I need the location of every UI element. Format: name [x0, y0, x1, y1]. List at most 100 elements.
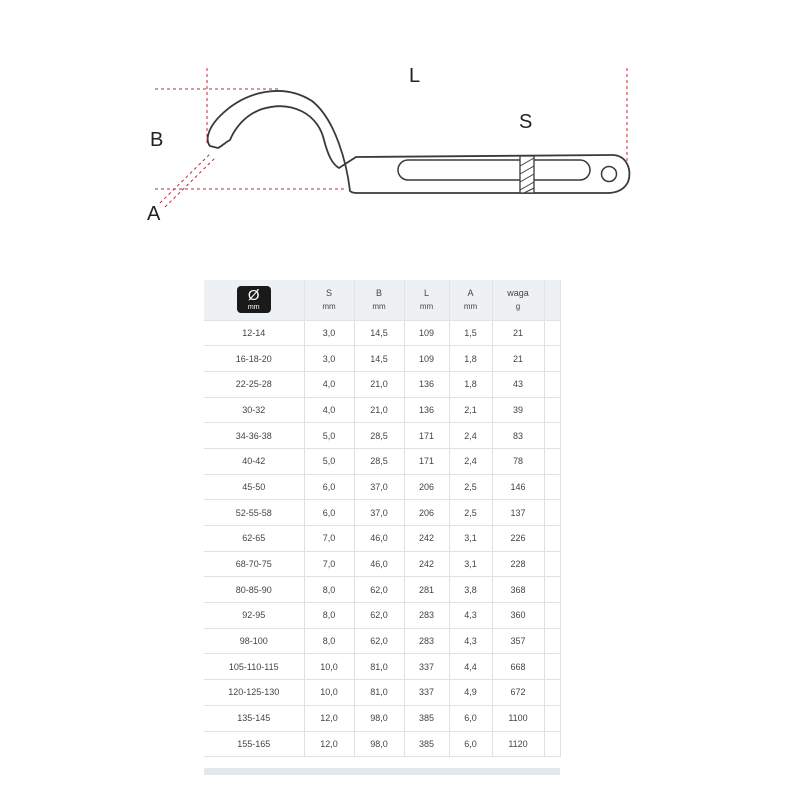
wrench-outline	[206, 90, 631, 194]
cell-weight: 668	[492, 653, 545, 680]
cell-diameter: 34-36-38	[204, 422, 305, 449]
cell-weight: 83	[492, 422, 545, 449]
cell-spacer	[544, 653, 561, 680]
cell-spacer	[544, 396, 561, 423]
cell-diameter: 105-110-115	[204, 653, 305, 680]
cell-l: 136	[404, 370, 450, 398]
cell-spacer	[544, 345, 561, 372]
cell-s: 7,0	[304, 550, 355, 577]
cell-s: 3,0	[304, 345, 355, 372]
cell-weight: 21	[492, 319, 545, 346]
cell-l: 385	[404, 704, 450, 731]
cell-b: 28,5	[354, 447, 405, 475]
label-tooth: A	[147, 203, 161, 225]
cell-weight: 357	[492, 627, 545, 654]
section-hatch	[519, 155, 535, 194]
cell-weight: 1120	[492, 730, 545, 758]
spec-table: Ø mm S mm B mm L mm A mm	[204, 280, 561, 758]
cell-b: 81,0	[354, 679, 405, 706]
cell-s: 10,0	[304, 653, 355, 680]
cell-l: 337	[404, 653, 450, 680]
spec-table-container: Ø mm S mm B mm L mm A mm	[204, 280, 561, 775]
cell-b: 46,0	[354, 525, 405, 552]
cell-weight: 39	[492, 396, 545, 423]
cell-a: 2,4	[449, 422, 493, 449]
cell-diameter: 12-14	[204, 319, 305, 346]
cell-s: 5,0	[304, 447, 355, 475]
cell-l: 109	[404, 319, 450, 346]
cell-s: 5,0	[304, 422, 355, 449]
cell-l: 206	[404, 473, 450, 500]
cell-b: 37,0	[354, 499, 405, 526]
cell-spacer	[544, 370, 561, 398]
cell-s: 12,0	[304, 730, 355, 758]
cell-s: 8,0	[304, 627, 355, 654]
cell-weight: 228	[492, 550, 545, 577]
cell-spacer	[544, 422, 561, 449]
cell-b: 21,0	[354, 396, 405, 423]
cell-s: 3,0	[304, 319, 355, 346]
cell-b: 28,5	[354, 422, 405, 449]
cell-diameter: 135-145	[204, 704, 305, 731]
header-diameter: Ø mm	[204, 280, 305, 320]
cell-weight: 146	[492, 473, 545, 500]
label-length: L	[409, 65, 420, 87]
cell-l: 171	[404, 422, 450, 449]
table-bottom-bar	[204, 768, 560, 775]
cell-a: 3,8	[449, 576, 493, 603]
cell-spacer	[544, 576, 561, 603]
cell-b: 98,0	[354, 730, 405, 758]
cell-s: 6,0	[304, 499, 355, 526]
cell-l: 136	[404, 396, 450, 423]
cell-diameter: 92-95	[204, 602, 305, 629]
cell-s: 4,0	[304, 396, 355, 423]
cell-weight: 672	[492, 679, 545, 706]
cell-b: 14,5	[354, 319, 405, 346]
cell-l: 337	[404, 679, 450, 706]
cell-weight: 360	[492, 602, 545, 629]
label-thickness: S	[519, 111, 532, 133]
cell-a: 3,1	[449, 525, 493, 552]
header-s: S mm	[304, 280, 355, 320]
cell-a: 6,0	[449, 704, 493, 731]
cell-weight: 21	[492, 345, 545, 372]
cell-spacer	[544, 319, 561, 346]
cell-a: 2,5	[449, 473, 493, 500]
cell-spacer	[544, 499, 561, 526]
header-l: L mm	[404, 280, 450, 320]
cell-diameter: 22-25-28	[204, 370, 305, 398]
cell-a: 4,3	[449, 602, 493, 629]
cell-weight: 137	[492, 499, 545, 526]
cell-spacer	[544, 473, 561, 500]
cell-s: 8,0	[304, 602, 355, 629]
cell-spacer	[544, 602, 561, 629]
cell-b: 37,0	[354, 473, 405, 500]
cell-l: 283	[404, 602, 450, 629]
cell-diameter: 98-100	[204, 627, 305, 654]
cell-diameter: 120-125-130	[204, 679, 305, 706]
cell-a: 2,5	[449, 499, 493, 526]
cell-s: 12,0	[304, 704, 355, 731]
cell-a: 1,8	[449, 370, 493, 398]
cell-diameter: 30-32	[204, 396, 305, 423]
cell-s: 6,0	[304, 473, 355, 500]
cell-b: 14,5	[354, 345, 405, 372]
cell-l: 283	[404, 627, 450, 654]
cell-s: 4,0	[304, 370, 355, 398]
cell-b: 21,0	[354, 370, 405, 398]
cell-a: 4,9	[449, 679, 493, 706]
cell-diameter: 68-70-75	[204, 550, 305, 577]
cell-l: 385	[404, 730, 450, 758]
